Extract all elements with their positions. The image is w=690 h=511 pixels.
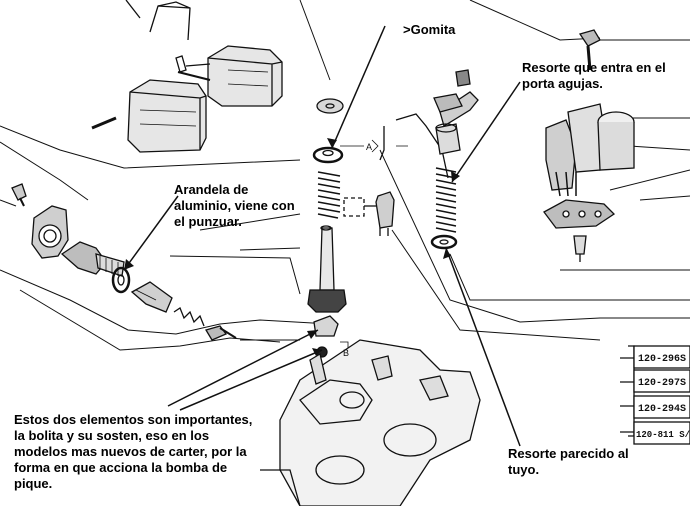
left-gasket <box>31 205 69 259</box>
pump-rod <box>395 113 449 179</box>
pointer-resorte-porta <box>451 81 521 183</box>
needle-valve <box>130 281 173 313</box>
part-number-3: 120-294S <box>638 404 686 415</box>
needle-spring <box>435 167 457 233</box>
pump-plunger <box>307 225 347 313</box>
annotation-estos-dos-elementos: Estos dos elementos son importantes, la … <box>14 412 253 491</box>
pointer-resorte-parecido <box>445 247 521 447</box>
pointer-gomita <box>331 25 386 149</box>
annotation-resorte-parecido: Resorte parecido al tuyo. <box>508 446 629 477</box>
part-number-2: 120-297S <box>638 378 686 389</box>
part-number-brackets <box>620 345 690 445</box>
carburetor-body <box>260 339 481 507</box>
annotation-gomita: >Gomita <box>403 22 456 37</box>
ball-retainer <box>313 315 339 337</box>
part-number-4: 120-811 S/A <box>636 430 690 440</box>
pointer-ball <box>179 349 323 411</box>
annotation-resorte-porta-agujas: Resorte que entra en el porta agujas. <box>522 60 666 91</box>
venturi-cluster <box>545 103 635 197</box>
svg-text:B: B <box>343 348 349 358</box>
aluminium-washer <box>111 266 131 294</box>
pin <box>91 116 117 130</box>
dashed-detail-box <box>343 197 365 217</box>
pointer-arandela <box>123 195 179 271</box>
part-number-1: 120-296S <box>638 354 686 365</box>
pointer-retainer <box>167 329 319 407</box>
float-assembly <box>127 45 283 153</box>
rubber-washer-top <box>316 98 344 114</box>
annotation-arandela: Arandela de aluminio, viene con el punzu… <box>174 182 295 229</box>
small-spring <box>173 307 205 327</box>
central-spring <box>317 171 341 219</box>
svg-text:A: A <box>366 142 372 152</box>
bracket-clip <box>149 1 191 41</box>
rubber-washer <box>312 146 344 164</box>
